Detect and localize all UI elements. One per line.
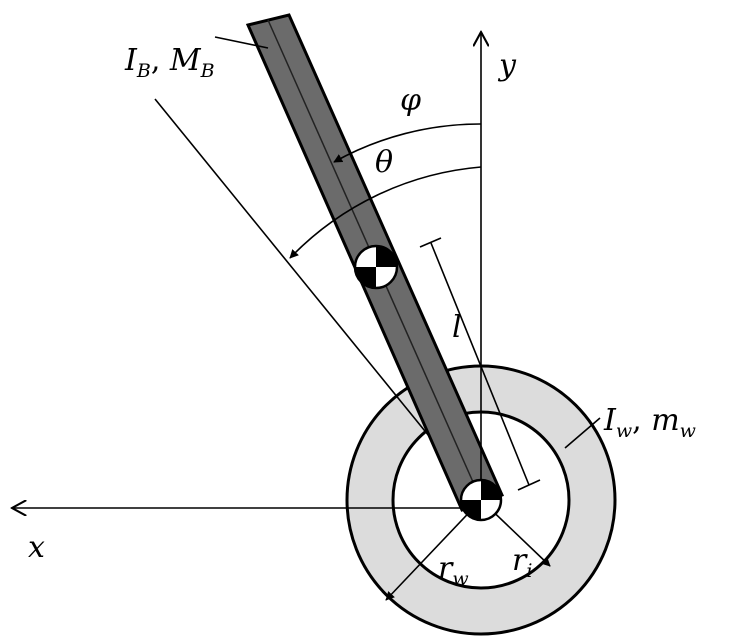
x-axis-label: x — [28, 530, 45, 565]
length-dimension-line — [430, 242, 530, 486]
body-center-of-mass-icon — [353, 244, 399, 290]
length-bottom-tick — [517, 479, 541, 491]
theta-label: θ — [375, 145, 393, 180]
body-leader-line — [214, 36, 269, 49]
wheel-center-icon — [459, 478, 503, 522]
length-top-tick — [419, 237, 442, 248]
y-axis-label: y — [497, 48, 517, 83]
theta-arc-arrow — [289, 166, 482, 259]
body-inertia-label: IB, MB — [124, 43, 215, 82]
length-label: l — [452, 310, 462, 345]
inner-radius-label: ri — [512, 543, 532, 582]
wheel-inertia-label: Iw, mw — [603, 403, 696, 442]
wheel-leader-line — [564, 417, 601, 449]
phi-arc-arrow — [333, 123, 482, 163]
wheel-radius-label: rw — [438, 551, 469, 590]
wheel-radius-arrow — [385, 499, 482, 601]
phi-label: φ — [400, 83, 421, 118]
